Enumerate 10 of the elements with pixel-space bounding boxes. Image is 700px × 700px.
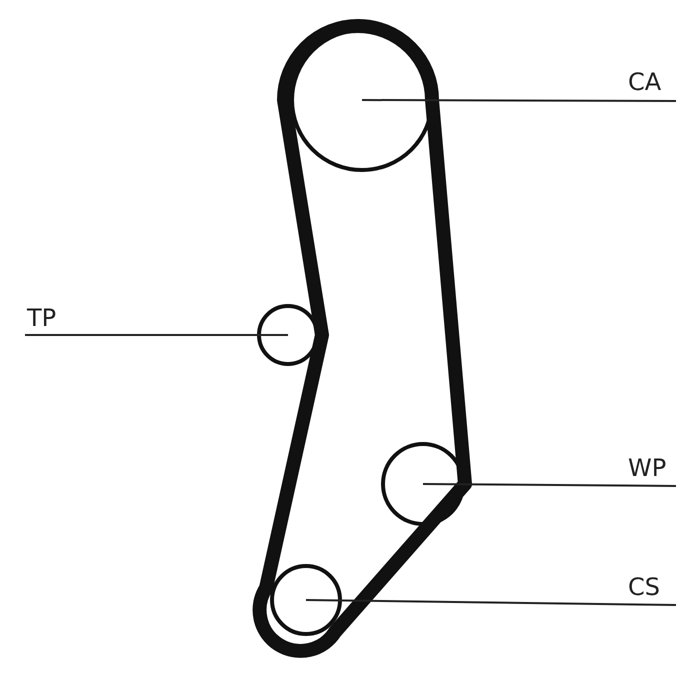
part-label: CA: [628, 70, 662, 94]
leader-line: [362, 99, 676, 102]
leader-line: [306, 599, 676, 606]
part-label: TP: [27, 306, 56, 330]
part-label: WP: [628, 456, 666, 480]
pulley-circle: [381, 442, 465, 526]
part-label: CS: [628, 575, 660, 599]
leader-line: [423, 483, 676, 487]
leader-line: [25, 334, 288, 336]
pulley-circle: [270, 564, 342, 636]
